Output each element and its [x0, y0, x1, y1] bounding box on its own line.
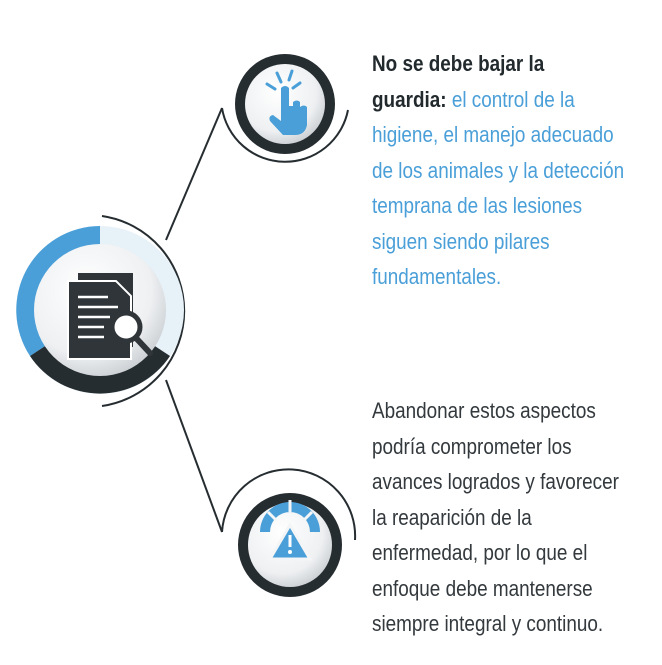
bottom-circle	[238, 493, 342, 597]
top-text-line: higiene, el manejo adecuado	[372, 122, 614, 147]
bottom-text-line: enfoque debe mantenerse	[372, 575, 593, 601]
top-text-line: temprana de las lesiones	[372, 193, 583, 218]
top-text-line: de los animales y la detección	[372, 157, 625, 183]
bottom-text-line: siempre integral y continuo.	[372, 611, 604, 636]
bottom-text-line: avances logrados y favorecer	[372, 469, 619, 494]
bottom-text-block: Abandonar estos aspectos podría comprome…	[372, 393, 649, 642]
top-text-line: el control de la	[446, 86, 575, 112]
pointer-tap-icon	[265, 69, 307, 135]
top-text-line: fundamentales.	[372, 264, 502, 289]
bottom-text-line: enfermedad, por lo que el	[372, 540, 588, 565]
top-circle	[235, 54, 335, 154]
bottom-text-line: la reaparición de la	[372, 504, 532, 530]
gauge-warning-icon	[260, 500, 320, 561]
bottom-text-line: Abandonar estos aspectos	[372, 398, 596, 423]
top-text-line: siguen siendo pilares	[372, 228, 550, 254]
heading-line-1: No se debe bajar la	[372, 51, 545, 76]
document-search-icon	[67, 273, 153, 360]
main-circle	[16, 226, 184, 394]
top-text-block: No se debe bajar la guardia: el control …	[372, 46, 649, 295]
heading-line-2: guardia:	[372, 86, 447, 112]
bottom-text-line: podría comprometer los	[372, 433, 572, 459]
connector-lines	[101, 107, 357, 541]
